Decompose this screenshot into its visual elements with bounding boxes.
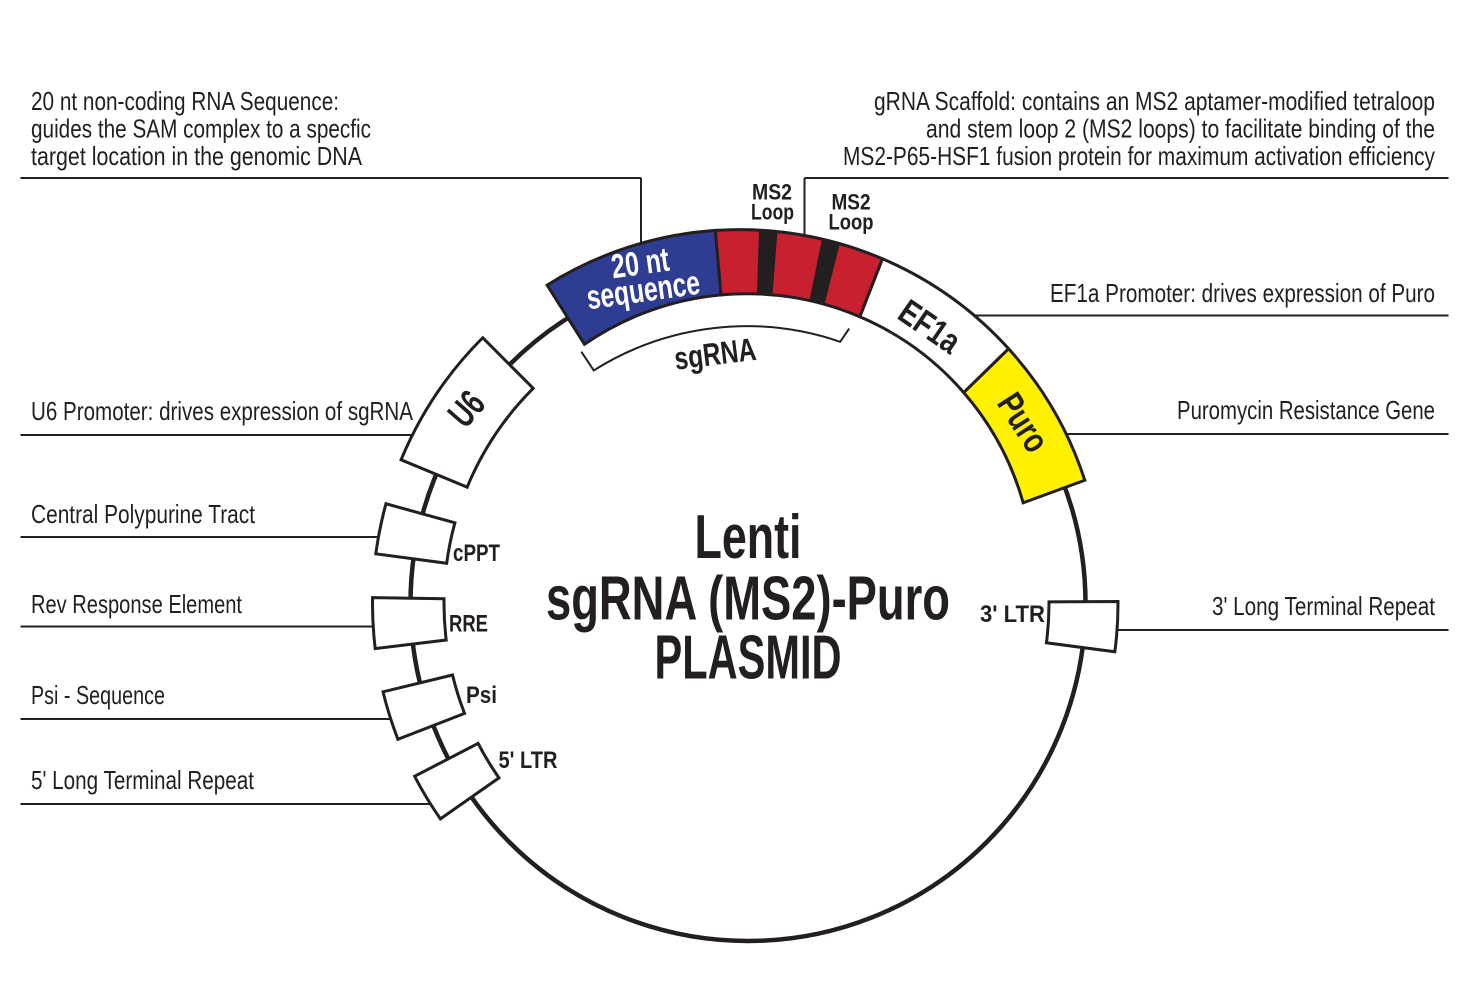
- svg-text:sgRNA (MS2)-Puro: sgRNA (MS2)-Puro: [546, 565, 950, 634]
- svg-text:target location in the genomic: target location in the genomic DNA: [31, 141, 363, 171]
- svg-text:Central Polypurine Tract: Central Polypurine Tract: [31, 499, 256, 529]
- svg-text:3' Long Terminal Repeat: 3' Long Terminal Repeat: [1212, 591, 1436, 621]
- svg-text:MS2: MS2: [832, 190, 871, 215]
- svg-text:PLASMID: PLASMID: [655, 624, 842, 693]
- svg-text:Puromycin Resistance Gene: Puromycin Resistance Gene: [1177, 395, 1435, 425]
- svg-text:RRE: RRE: [449, 611, 488, 638]
- svg-text:Rev Response Element: Rev Response Element: [31, 589, 243, 619]
- svg-text:Psi: Psi: [466, 682, 497, 709]
- svg-text:Loop: Loop: [829, 210, 874, 235]
- svg-text:U6 Promoter: drives expression: U6 Promoter: drives expression of sgRNA: [31, 396, 414, 426]
- svg-text:guides the SAM complex to a sp: guides the SAM complex to a specfic: [31, 114, 371, 144]
- svg-text:20 nt: 20 nt: [609, 241, 672, 287]
- svg-text:MS2: MS2: [752, 180, 792, 205]
- svg-text:gRNA Scaffold: contains an MS2: gRNA Scaffold: contains an MS2 aptamer-m…: [874, 86, 1435, 116]
- svg-text:5' LTR: 5' LTR: [499, 747, 558, 774]
- svg-text:5' Long Terminal Repeat: 5' Long Terminal Repeat: [31, 765, 255, 795]
- svg-text:cPPT: cPPT: [453, 540, 500, 567]
- svg-text:Loop: Loop: [751, 200, 794, 225]
- svg-text:MS2-P65-HSF1 fusion protein fo: MS2-P65-HSF1 fusion protein for maximum …: [843, 141, 1435, 171]
- svg-text:EF1a Promoter: drives expressi: EF1a Promoter: drives expression of Puro: [1050, 278, 1435, 308]
- svg-text:and stem loop 2 (MS2 loops) to: and stem loop 2 (MS2 loops) to facilitat…: [926, 114, 1435, 144]
- svg-text:3' LTR: 3' LTR: [980, 601, 1045, 628]
- svg-text:Psi - Sequence: Psi - Sequence: [31, 680, 165, 710]
- svg-text:Lenti: Lenti: [695, 503, 802, 572]
- svg-text:20 nt non-coding RNA Sequence:: 20 nt non-coding RNA Sequence:: [31, 86, 339, 116]
